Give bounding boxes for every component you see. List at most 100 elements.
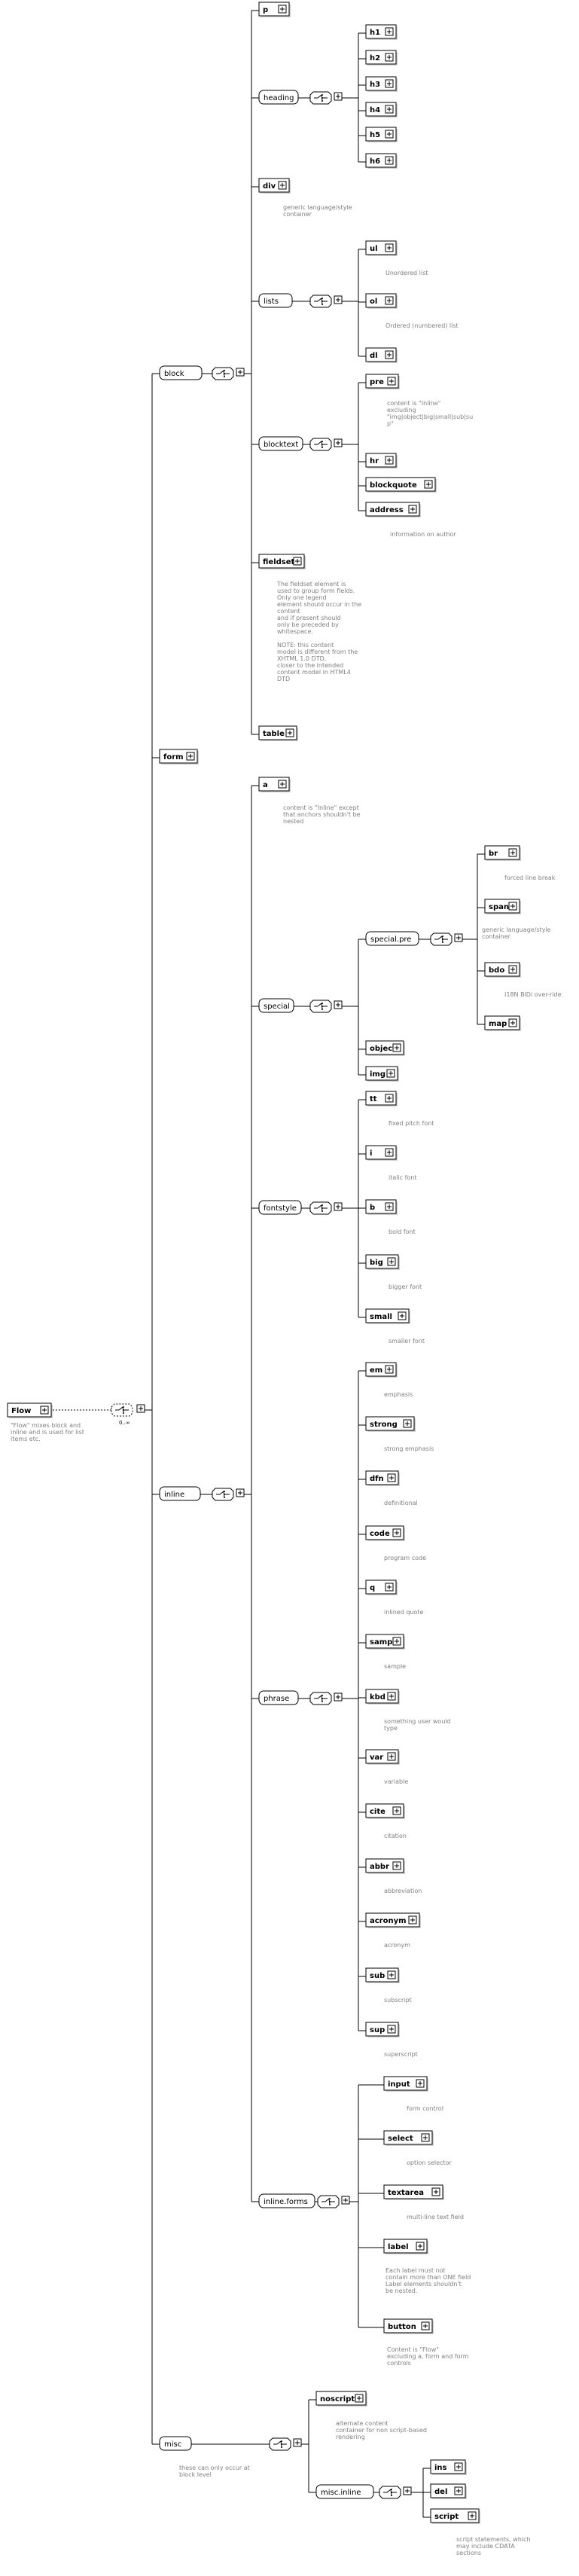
expand-icon[interactable]	[385, 79, 394, 88]
expand-icon[interactable]	[421, 2133, 430, 2142]
expand-icon[interactable]	[385, 27, 394, 36]
group-special-pre[interactable]: special.pre	[365, 931, 419, 946]
expand-icon[interactable]	[398, 1311, 407, 1320]
expand-icon[interactable]	[285, 728, 294, 737]
element-label: p	[263, 6, 268, 14]
group-heading[interactable]: heading	[258, 90, 299, 105]
annotation-text: content model in HTML4	[277, 669, 351, 676]
expand-icon[interactable]	[508, 902, 517, 911]
group-misc[interactable]: misc	[159, 2436, 192, 2451]
expand-icon[interactable]	[408, 1915, 417, 1924]
group-inline[interactable]: inline	[159, 1486, 201, 1501]
expand-icon[interactable]	[334, 92, 343, 101]
expand-icon[interactable]	[385, 130, 394, 139]
group-block[interactable]: block	[159, 365, 203, 380]
expand-icon[interactable]	[385, 156, 394, 165]
annotation-text: bigger font	[389, 1283, 422, 1290]
expand-icon[interactable]	[278, 181, 287, 190]
expand-icon[interactable]	[236, 368, 245, 377]
annotation-text: that anchors shouldn't be	[283, 811, 361, 818]
expand-icon[interactable]	[136, 1404, 145, 1413]
expand-icon[interactable]	[355, 2394, 364, 2403]
expand-icon[interactable]	[186, 752, 195, 761]
expand-icon[interactable]	[334, 1000, 343, 1009]
expand-icon[interactable]	[385, 243, 394, 252]
expand-icon[interactable]	[40, 1406, 49, 1415]
expand-icon[interactable]	[278, 780, 287, 789]
expand-icon[interactable]	[385, 456, 394, 465]
expand-icon[interactable]	[421, 2321, 430, 2330]
expand-icon[interactable]	[385, 53, 394, 62]
element-blocktext-blockquote[interactable]: blockquote	[365, 477, 437, 493]
expand-icon[interactable]	[334, 1202, 343, 1211]
group-label: misc	[164, 2440, 181, 2449]
group-phrase[interactable]: phrase	[258, 1690, 299, 1705]
expand-icon[interactable]	[387, 2025, 396, 2034]
expand-icon[interactable]	[236, 1488, 245, 1497]
element-label: sub	[370, 1972, 385, 1980]
expand-icon[interactable]	[508, 848, 517, 857]
annotation-text: container for non script-based	[336, 2427, 427, 2434]
expand-icon[interactable]	[387, 1752, 396, 1761]
annotation-text: emphasis	[384, 1391, 413, 1398]
expand-icon[interactable]	[293, 557, 302, 566]
expand-icon[interactable]	[387, 1473, 396, 1482]
group-fontstyle[interactable]: fontstyle	[258, 1200, 302, 1215]
expand-icon[interactable]	[403, 1419, 412, 1428]
expand-icon[interactable]	[385, 350, 394, 359]
expand-icon[interactable]	[385, 1148, 394, 1157]
expand-icon[interactable]	[385, 1583, 394, 1592]
group-special[interactable]: special	[258, 998, 294, 1013]
expand-icon[interactable]	[387, 1257, 396, 1266]
expand-icon[interactable]	[431, 2187, 440, 2196]
expand-icon[interactable]	[416, 2079, 425, 2088]
element-phrase-acronym[interactable]: acronym	[365, 1912, 421, 1928]
expand-icon[interactable]	[386, 1069, 395, 1078]
expand-icon[interactable]	[392, 1528, 401, 1537]
expand-icon[interactable]	[392, 1637, 401, 1646]
expand-icon[interactable]	[278, 5, 287, 14]
expand-icon[interactable]	[454, 2462, 463, 2471]
expand-icon[interactable]	[334, 1692, 343, 1702]
expand-icon[interactable]	[508, 1018, 517, 1027]
expand-icon[interactable]	[385, 1094, 394, 1103]
expand-icon[interactable]	[387, 377, 396, 386]
expand-icon[interactable]	[385, 296, 394, 305]
element-label: var	[370, 1753, 383, 1762]
expand-icon[interactable]	[508, 965, 517, 974]
annotation-text: form control	[407, 2105, 443, 2112]
expand-icon[interactable]	[392, 1043, 401, 1052]
expand-icon[interactable]	[387, 1970, 396, 1979]
expand-icon[interactable]	[454, 2486, 463, 2495]
group-misc-inline[interactable]: misc.inline	[315, 2484, 374, 2499]
expand-icon[interactable]	[392, 1861, 401, 1870]
expand-icon[interactable]	[408, 505, 417, 514]
choice-compositor-icon	[309, 438, 332, 451]
group-blocktext[interactable]: blocktext	[258, 436, 303, 451]
expand-icon[interactable]	[385, 1202, 394, 1211]
element-label: label	[388, 2243, 409, 2251]
expand-icon[interactable]	[403, 2486, 412, 2495]
element-label: textarea	[388, 2189, 424, 2197]
expand-icon[interactable]	[293, 2438, 302, 2447]
expand-icon[interactable]	[468, 2511, 477, 2520]
expand-icon[interactable]	[385, 1365, 394, 1374]
annotation-text: script statements, which	[456, 2536, 531, 2543]
expand-icon[interactable]	[334, 295, 343, 304]
expand-icon[interactable]	[454, 933, 463, 942]
element-form-textarea[interactable]: textarea	[383, 2184, 444, 2200]
expand-icon[interactable]	[385, 105, 394, 114]
annotation-text: block level	[179, 2471, 212, 2478]
expand-icon[interactable]	[387, 1692, 396, 1701]
expand-icon[interactable]	[416, 2242, 425, 2251]
expand-icon[interactable]	[341, 2196, 350, 2205]
element-fieldset[interactable]: fieldset	[258, 554, 306, 569]
expand-icon[interactable]	[334, 438, 343, 447]
group-inline-forms[interactable]: inline.forms	[258, 2193, 315, 2208]
expand-icon[interactable]	[392, 1806, 401, 1815]
expand-icon[interactable]	[424, 480, 433, 489]
element-label: small	[370, 1313, 392, 1321]
element-blocktext-address[interactable]: address	[365, 502, 421, 517]
group-lists[interactable]: lists	[258, 293, 293, 308]
element-label: em	[370, 1366, 382, 1375]
